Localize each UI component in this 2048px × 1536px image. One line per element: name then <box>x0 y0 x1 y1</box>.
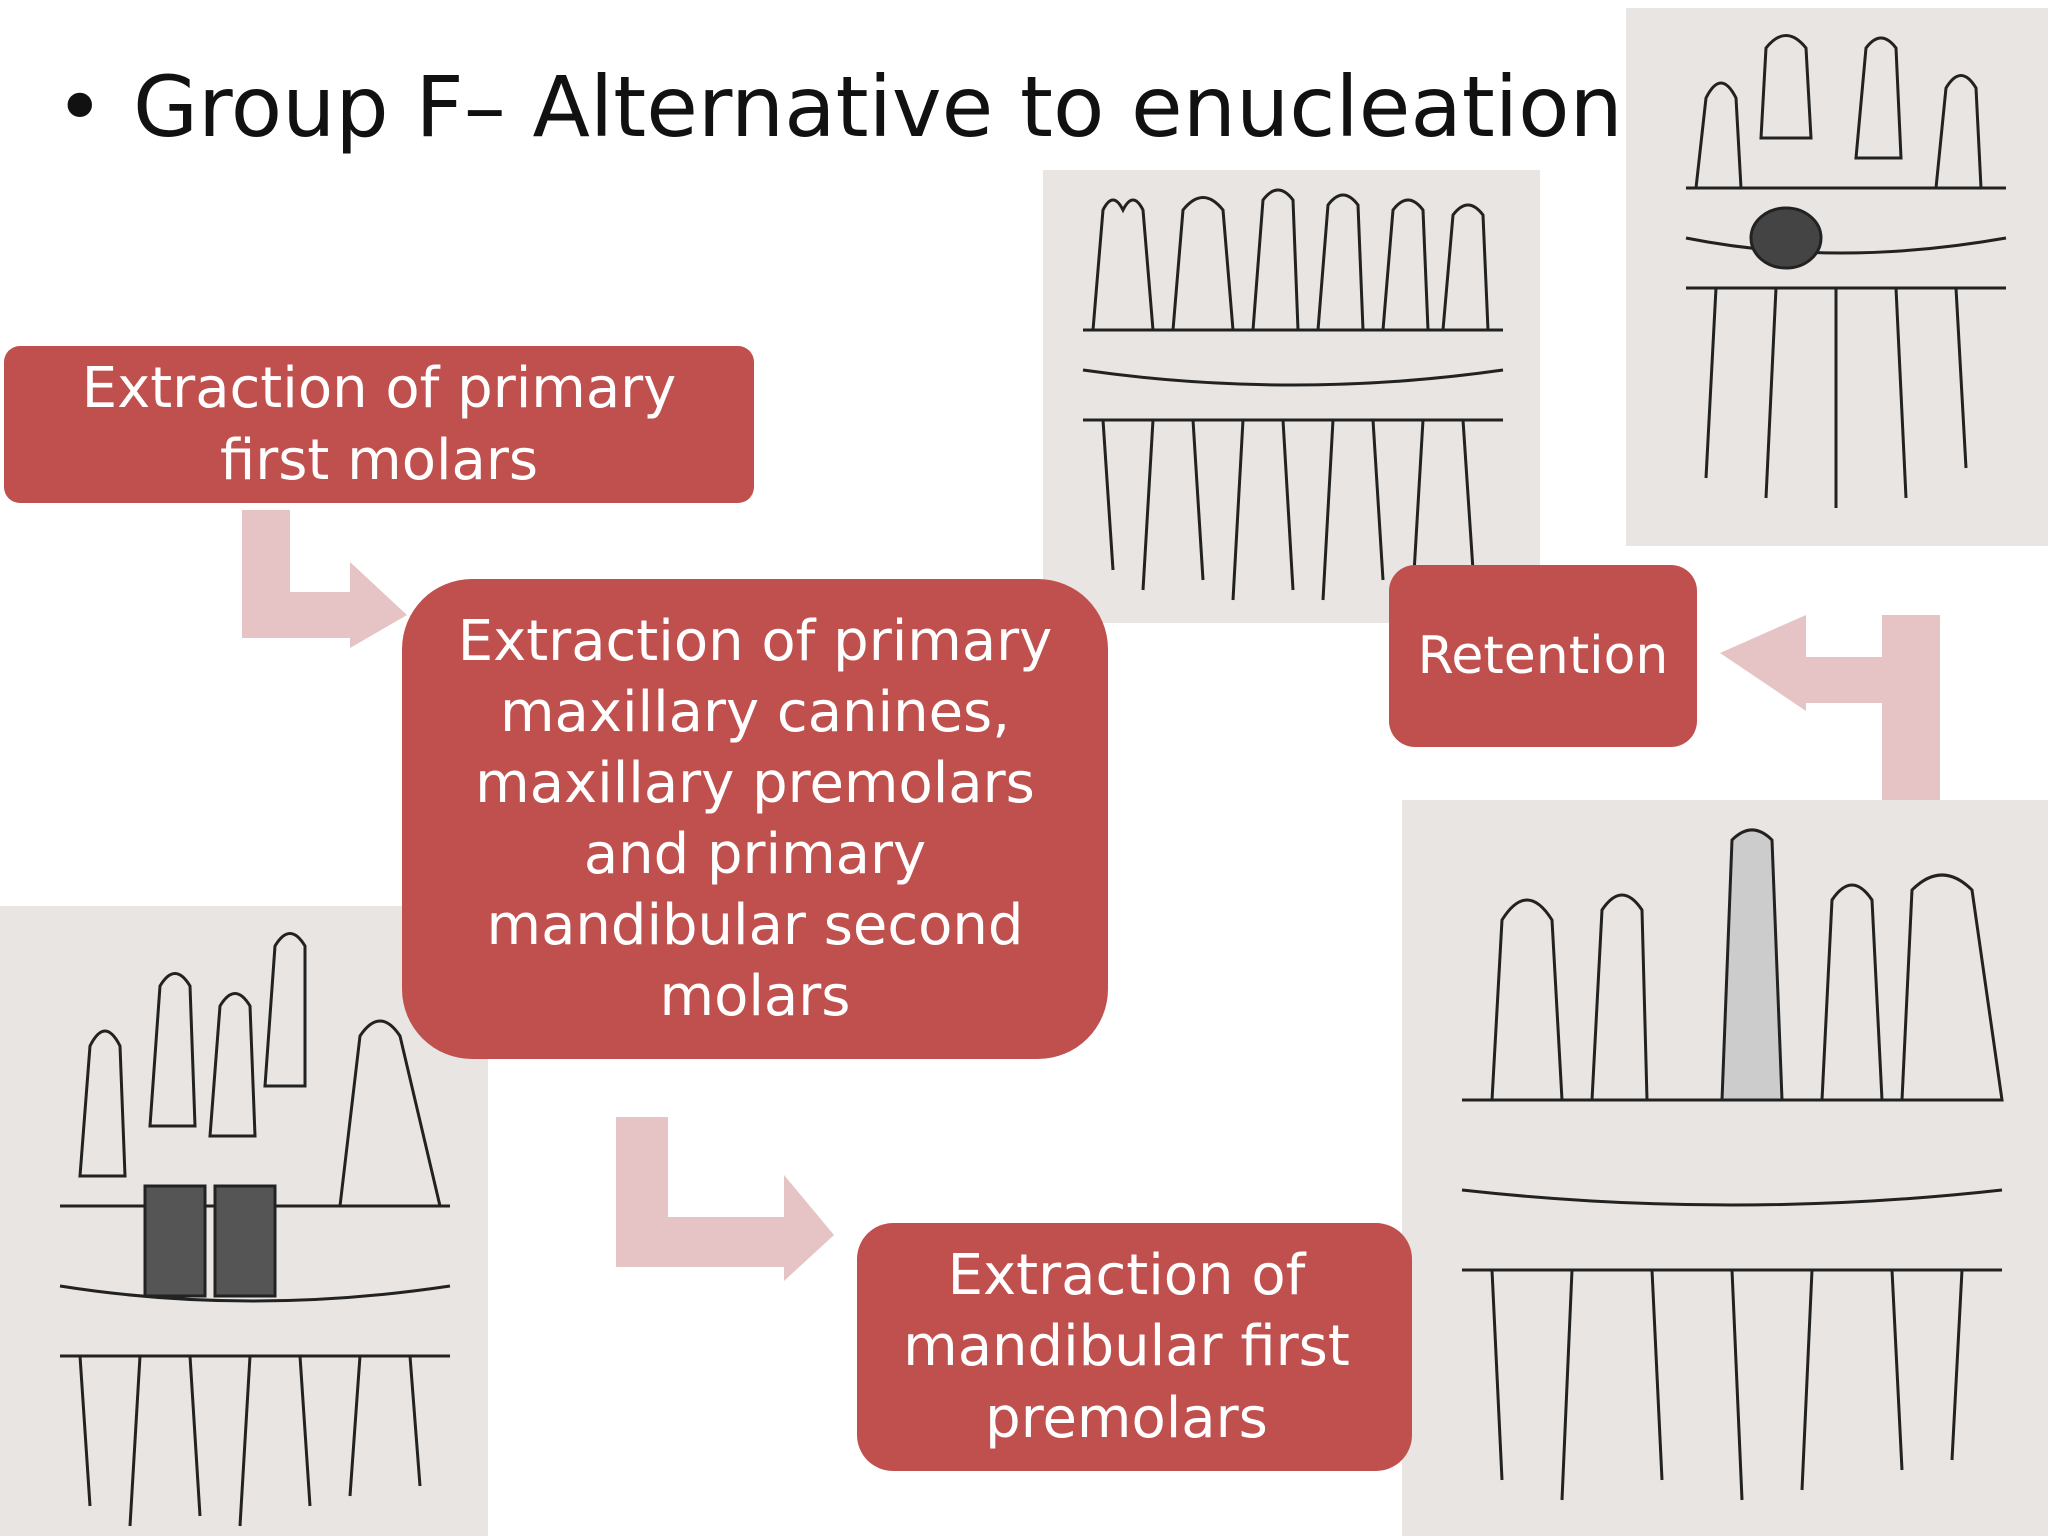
step-4-label: Retention <box>1417 625 1669 686</box>
step-extraction-primary-first-molars: Extraction of primary first molars <box>4 346 754 503</box>
teeth-diagram-photo-2 <box>1626 8 2048 546</box>
step-retention: Retention <box>1389 565 1697 747</box>
step-extraction-mandibular-first-premolars: Extraction of mandibular first premolars <box>857 1223 1412 1471</box>
bullet-point: • <box>55 58 105 156</box>
title-text: Group F– Alternative to enucleation <box>133 58 1623 156</box>
slide-title: •Group F– Alternative to enucleation <box>55 65 1623 149</box>
step-extraction-canines-premolars-second-molars: Extraction of primary maxillary canines,… <box>402 579 1108 1059</box>
step-2-label: Extraction of primary maxillary canines,… <box>457 608 1053 1030</box>
teeth-diagram-photo-4 <box>1402 800 2048 1536</box>
flow-arrow-1 <box>242 510 407 648</box>
step-3-label: Extraction of mandibular first premolars <box>903 1243 1350 1451</box>
flow-arrow-2 <box>616 1117 834 1281</box>
teeth-diagram-photo-1 <box>1043 170 1540 623</box>
flow-arrow-3 <box>1720 615 1940 805</box>
step-1-label: Extraction of primary first molars <box>81 356 677 493</box>
